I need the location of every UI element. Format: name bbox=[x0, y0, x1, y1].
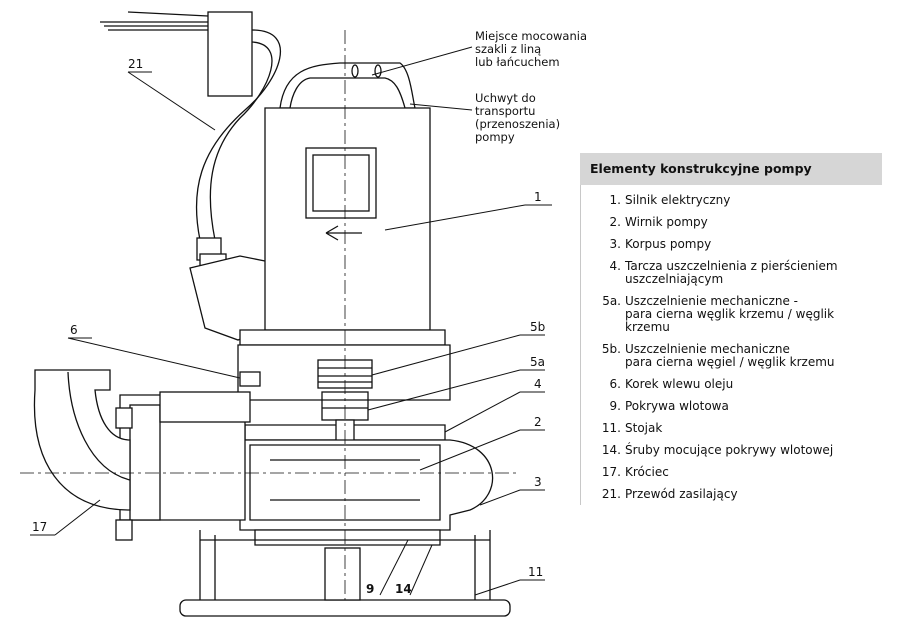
power-cable bbox=[195, 29, 281, 241]
legend-item-number: 6. bbox=[609, 377, 621, 391]
legend-item-text: Stojak bbox=[625, 421, 663, 435]
legend-item-number: 5b. bbox=[601, 342, 621, 356]
legend-item: 11. Stojak bbox=[581, 417, 882, 439]
callout-21: 21 bbox=[128, 57, 143, 71]
stand bbox=[199, 530, 491, 600]
outlet-flange bbox=[129, 404, 161, 521]
legend-item-text: Pokrywa wlotowa bbox=[625, 399, 729, 413]
legend-list: 1. Silnik elektryczny 2. Wirnik pompy 3. Ko… bbox=[580, 185, 882, 505]
callout-11: 11 bbox=[528, 565, 543, 579]
legend-item-number: 3. bbox=[609, 237, 621, 251]
callout-2: 2 bbox=[534, 415, 542, 429]
legend-item-text: Silnik elektryczny bbox=[625, 193, 731, 207]
legend-item: 9. Pokrywa wlotowa bbox=[581, 395, 882, 417]
legend-item: 14. Śruby mocujące pokrywy wlotowej bbox=[581, 439, 882, 461]
legend-item: 21. Przewód zasilający bbox=[581, 483, 882, 505]
legend-item: 5b. Uszczelnienie mechaniczne para cierna… bbox=[581, 338, 882, 373]
callout-9: 9 bbox=[366, 582, 374, 596]
legend-item-number: 2. bbox=[609, 215, 621, 229]
callout-5a: 5a bbox=[530, 355, 545, 369]
callout-5b: 5b bbox=[530, 320, 545, 334]
cable-junction-box bbox=[207, 11, 253, 97]
callout-1: 1 bbox=[534, 190, 542, 204]
legend-item-number: 14. bbox=[601, 443, 621, 457]
transport-handle bbox=[279, 62, 416, 109]
shackle-slot bbox=[351, 64, 359, 78]
legend-item: 6. Korek wlewu oleju bbox=[581, 373, 882, 395]
legend-item: 4. Tarcza uszczelnienia z pierścieniem us… bbox=[581, 255, 882, 290]
callout-17: 17 bbox=[32, 520, 47, 534]
callout-4: 4 bbox=[534, 377, 542, 391]
legend-item-number: 17. bbox=[601, 465, 621, 479]
motor-body bbox=[264, 107, 431, 331]
callout-3: 3 bbox=[534, 475, 542, 489]
callout-6: 6 bbox=[70, 323, 78, 337]
legend-item: 5a. Uszczelnienie mechaniczne - para cier… bbox=[581, 290, 882, 338]
legend-item-text: Króciec bbox=[625, 465, 669, 479]
legend-item-number: 5a. bbox=[602, 294, 621, 308]
shackle-note: Miejsce mocowania szakli z liną lub łańc… bbox=[475, 29, 588, 69]
legend-item: 3. Korpus pompy bbox=[581, 233, 882, 255]
cable-wires bbox=[100, 11, 209, 31]
legend-item-text: Korpus pompy bbox=[625, 237, 712, 251]
legend-item-number: 4. bbox=[609, 259, 621, 273]
legend-item-text: Tarcza uszczelnienia z pierścieniem uszc… bbox=[625, 259, 838, 286]
legend-item: 2. Wirnik pompy bbox=[581, 211, 882, 233]
legend-item-number: 9. bbox=[609, 399, 621, 413]
legend-item: 17. Króciec bbox=[581, 461, 882, 483]
motor-nameplate bbox=[305, 147, 377, 219]
legend-item-number: 11. bbox=[601, 421, 621, 435]
legend-item-number: 21. bbox=[601, 487, 621, 501]
callout-14: 14 bbox=[395, 582, 412, 596]
rotation-arrow bbox=[325, 225, 362, 241]
component-legend: Elementy konstrukcyjne pompy 1. Silnik el… bbox=[580, 153, 882, 505]
legend-title: Elementy konstrukcyjne pompy bbox=[580, 153, 882, 185]
legend-item-number: 1. bbox=[609, 193, 621, 207]
legend-item-text: Korek wlewu oleju bbox=[625, 377, 734, 391]
cable-entry-housing bbox=[189, 255, 271, 341]
handle-note: Uchwyt do transportu (przenoszenia) pomp… bbox=[475, 91, 561, 144]
legend-item-text: Uszczelnienie mechaniczne - para cierna … bbox=[625, 294, 835, 334]
legend-item-text: Przewód zasilający bbox=[625, 487, 738, 501]
legend-item: 1. Silnik elektryczny bbox=[581, 189, 882, 211]
stand-base bbox=[179, 599, 511, 617]
legend-item-text: Śruby mocujące pokrywy wlotowej bbox=[625, 443, 834, 457]
inlet-cover bbox=[254, 529, 441, 546]
elbow-fitting bbox=[33, 369, 131, 511]
legend-item-text: Wirnik pompy bbox=[625, 215, 708, 229]
legend-item-text: Uszczelnienie mechaniczne para cierna wę… bbox=[625, 342, 835, 369]
oil-filler-plug bbox=[239, 371, 261, 387]
